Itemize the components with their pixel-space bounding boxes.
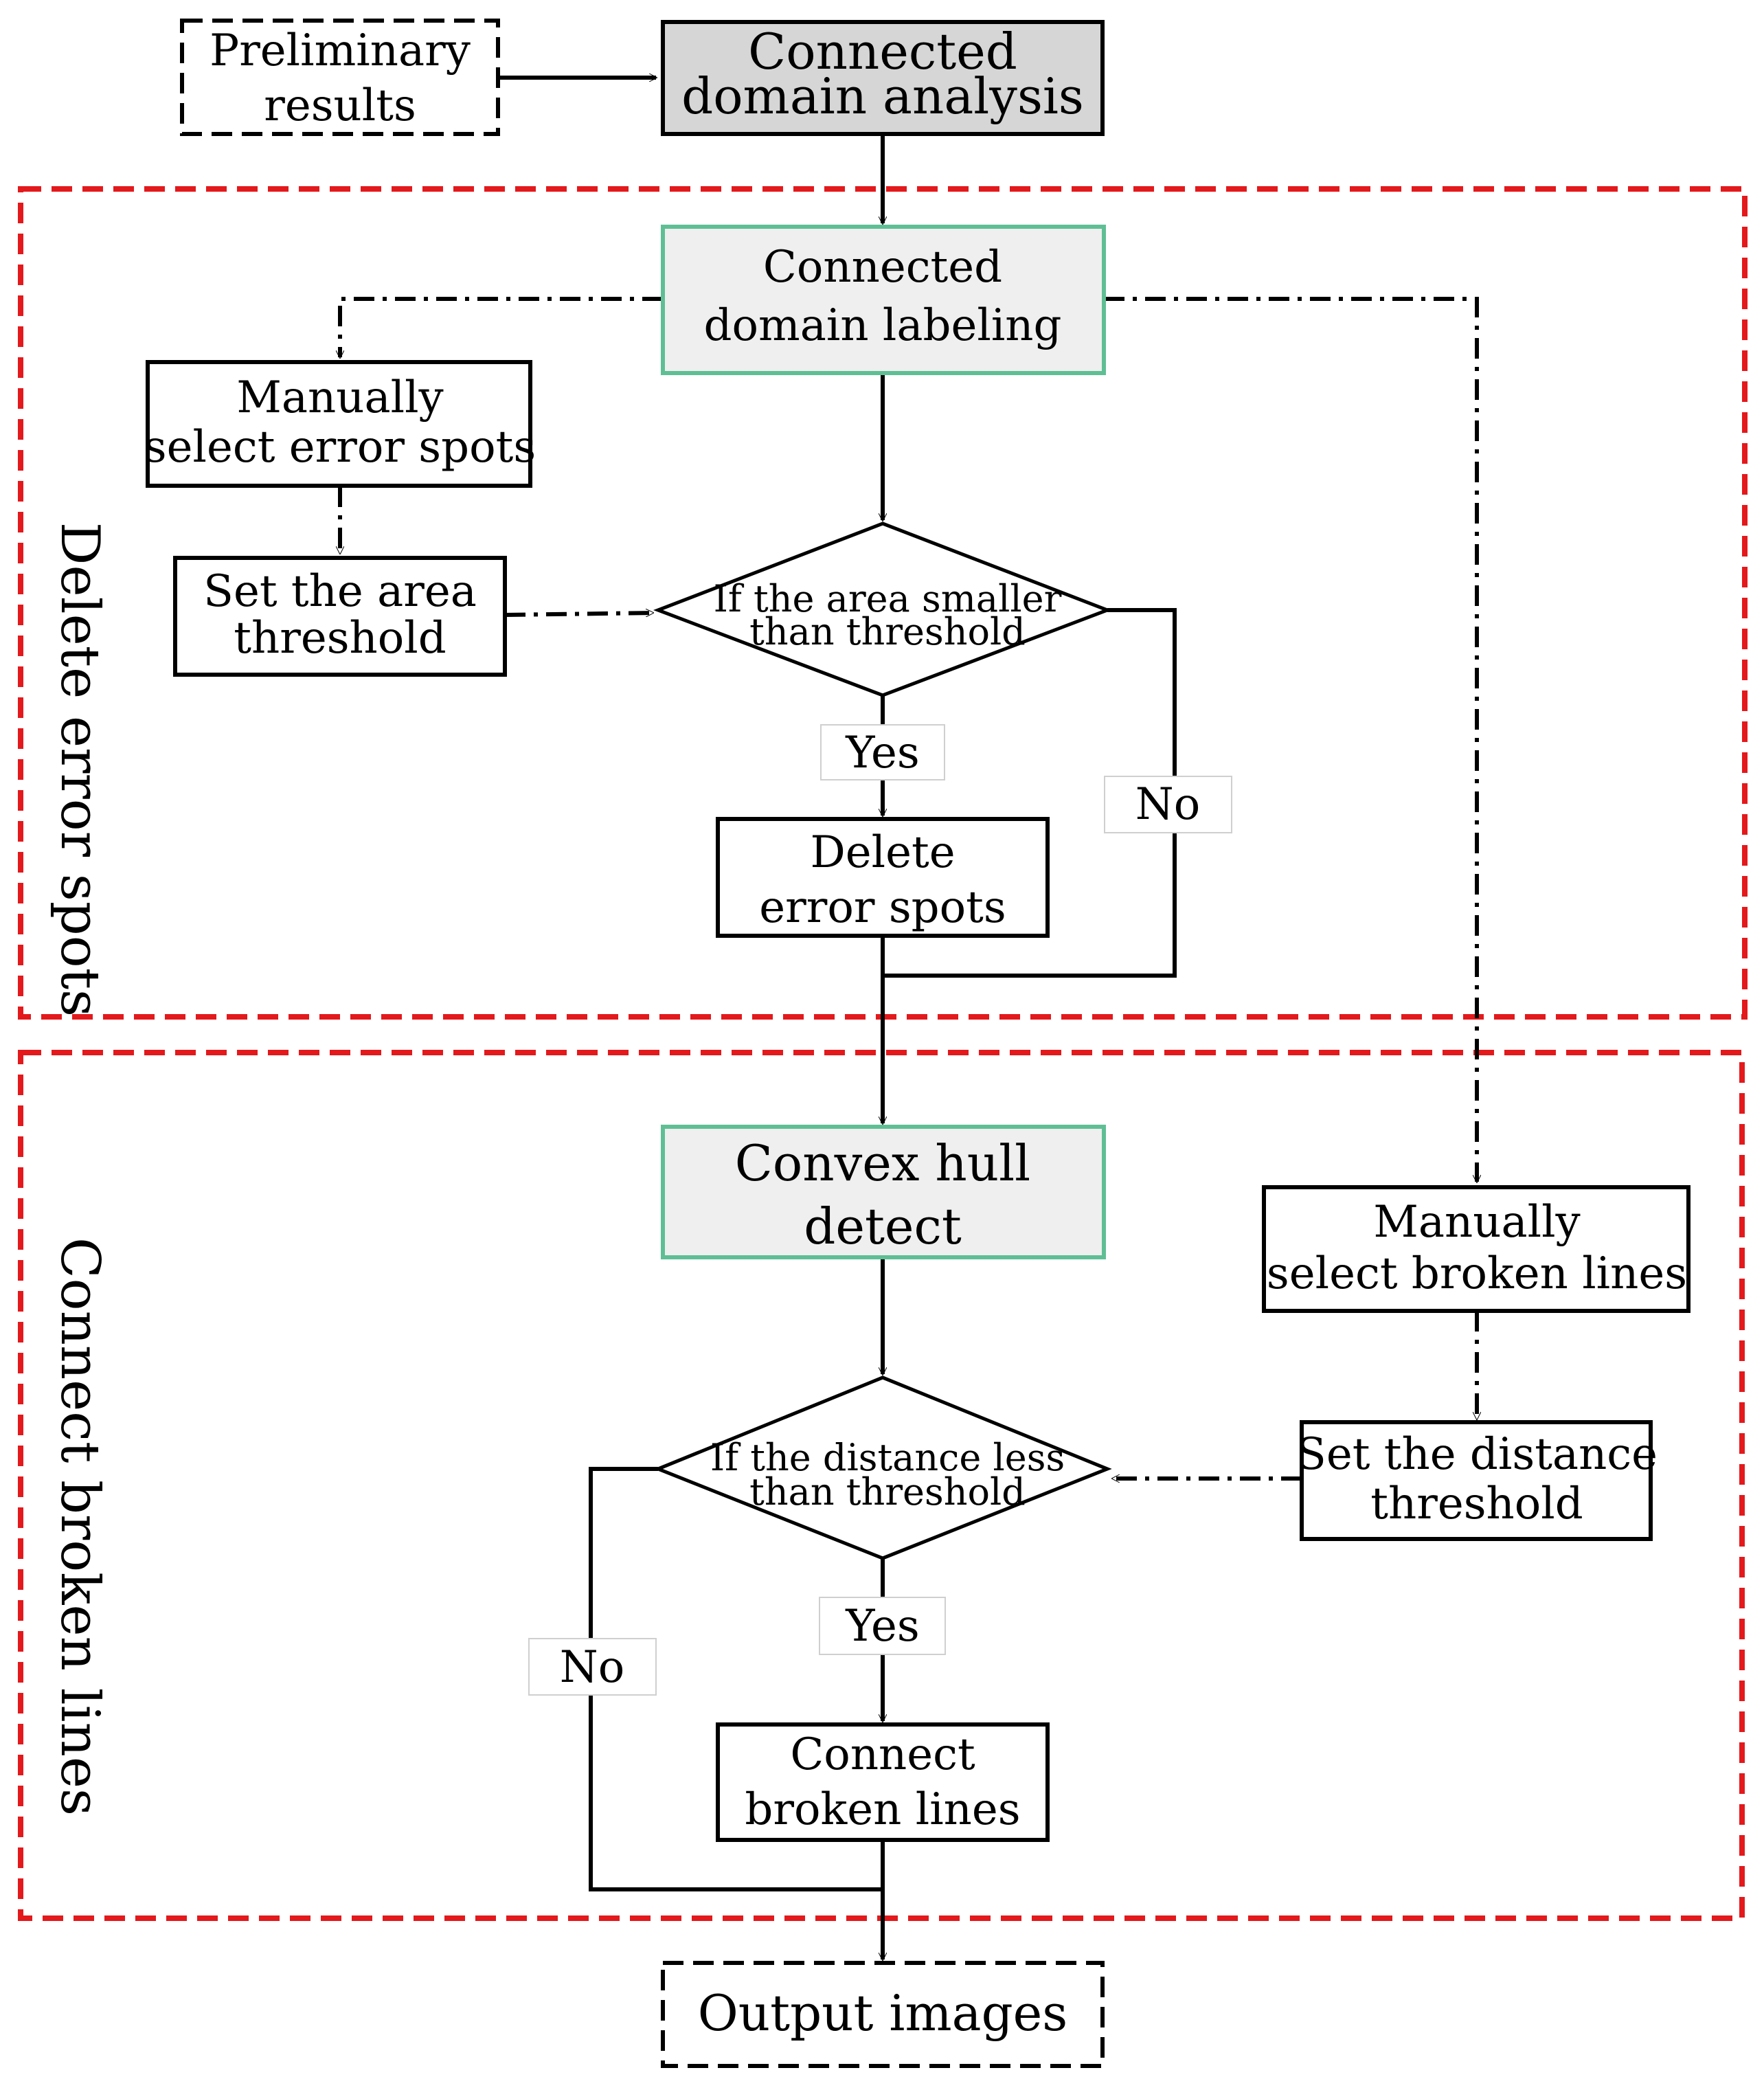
- svg-text:Connected: Connected: [763, 242, 1002, 293]
- set-distance-threshold-node: Set the distance threshold: [1296, 1420, 1658, 1541]
- distance-decision-node: If the distance less than threshold: [653, 1375, 1112, 1560]
- connect-section-label: Connect broken lines: [49, 1237, 111, 1816]
- svg-text:Manually: Manually: [1373, 1197, 1580, 1248]
- svg-text:Preliminary: Preliminary: [210, 25, 471, 76]
- svg-text:No: No: [1135, 779, 1201, 830]
- dashdot-labeling-to-manual-lines: [1104, 297, 1477, 1182]
- yes-label-distance: Yes: [819, 1597, 946, 1655]
- convex-hull-detect-node: Convex hull detect: [661, 1125, 1106, 1259]
- svg-text:than threshold: than threshold: [749, 1470, 1026, 1514]
- preliminary-results-node: Preliminary results: [180, 19, 500, 136]
- svg-text:Yes: Yes: [845, 1601, 919, 1652]
- svg-text:If the area smaller: If the area smaller: [714, 577, 1062, 620]
- no-label-area: No: [1104, 776, 1232, 833]
- svg-text:threshold: threshold: [1370, 1479, 1583, 1529]
- svg-text:error spots: error spots: [759, 882, 1006, 933]
- svg-text:results: results: [264, 80, 416, 131]
- svg-text:Set the area: Set the area: [203, 566, 477, 617]
- connect-broken-lines-node: Connect broken lines: [716, 1722, 1050, 1842]
- dashdot-area-threshold-to-decision: [504, 613, 653, 615]
- manual-select-broken-lines-node: Manually select broken lines: [1262, 1185, 1690, 1313]
- svg-text:Connected: Connected: [748, 23, 1017, 80]
- svg-text:select error spots: select error spots: [144, 422, 536, 473]
- delete-section-label: Delete error spots: [49, 522, 111, 1017]
- svg-text:domain analysis: domain analysis: [681, 67, 1084, 125]
- svg-text:Convex hull: Convex hull: [735, 1134, 1030, 1192]
- svg-text:No: No: [560, 1642, 625, 1693]
- svg-text:domain labeling: domain labeling: [704, 300, 1062, 351]
- output-images-node: Output images: [661, 1961, 1105, 2068]
- svg-text:than threshold: than threshold: [749, 610, 1026, 653]
- set-area-threshold-node: Set the area threshold: [173, 556, 507, 677]
- connected-domain-labeling-node: Connected domain labeling: [661, 225, 1106, 375]
- svg-text:Output images: Output images: [698, 1984, 1068, 2042]
- svg-text:detect: detect: [804, 1198, 962, 1255]
- manual-select-error-spots-node: Manually select error spots: [144, 360, 536, 488]
- yes-label-area: Yes: [820, 724, 945, 780]
- svg-text:If the distance less: If the distance less: [710, 1436, 1065, 1479]
- svg-text:Manually: Manually: [236, 372, 443, 423]
- dashdot-labeling-to-manual-spots: [340, 297, 663, 357]
- svg-text:Set the distance: Set the distance: [1296, 1429, 1658, 1480]
- svg-text:Connect: Connect: [790, 1729, 975, 1780]
- svg-text:threshold: threshold: [234, 613, 446, 664]
- svg-text:broken lines: broken lines: [745, 1784, 1020, 1835]
- connected-domain-analysis-node: Connected domain analysis: [661, 20, 1105, 136]
- area-decision-node: If the area smaller than threshold: [653, 521, 1113, 697]
- svg-text:Delete: Delete: [810, 827, 955, 878]
- delete-error-spots-node: Delete error spots: [716, 817, 1050, 938]
- no-label-distance: No: [528, 1638, 657, 1696]
- svg-text:Yes: Yes: [845, 728, 919, 778]
- svg-text:select broken lines: select broken lines: [1267, 1248, 1687, 1299]
